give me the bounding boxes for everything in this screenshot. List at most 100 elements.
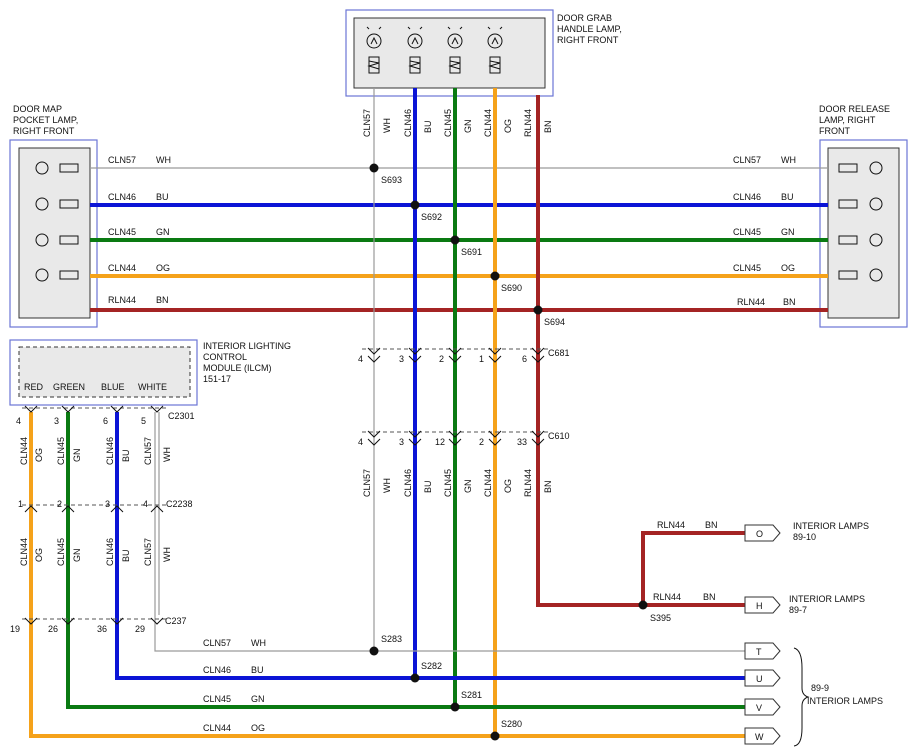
c610-pin: 33 [517,437,527,447]
ilcm-wire-circuit: CLN45 [56,437,66,465]
c2238-pin: 4 [143,499,148,509]
bottom-wire-circuit: CLN57 [203,638,231,648]
ilcm-pin-blue: BLUE [101,382,125,392]
top-wire-color: OG [503,119,513,133]
ilcm-wire-circuit: CLN57 [143,437,153,465]
ilcm-wire-circuit: CLN46 [105,538,115,566]
c2238-pin: 2 [57,499,62,509]
rln-wire-circuit: RLN44 [653,592,681,602]
left-wire-color: BN [156,295,169,305]
left-wire-color: OG [156,263,170,273]
splice-s690-label: S690 [501,283,522,293]
splice-s281-label: S281 [461,690,482,700]
map-lamp-bulbs-icon [35,161,49,282]
terminal-u-label: U [756,674,763,684]
ilcm-title-4: 151-17 [203,374,231,384]
terminal-w: W [744,727,781,745]
c2301-name: C2301 [168,411,195,421]
ilcm-wire-circuit: CLN44 [19,538,29,566]
c237-pin: 29 [135,624,145,634]
right-wire-circuit: CLN45 [733,263,761,273]
c610-name: C610 [548,431,570,441]
right-wire-circuit: CLN46 [733,192,761,202]
ilcm-wire-circuit: CLN57 [143,538,153,566]
ilcm-wire-color: BU [121,549,131,562]
ilcm-wire-color: GN [72,449,82,463]
c610-pin: 2 [479,437,484,447]
ilcm-wire-color: GN [72,549,82,563]
ilcm-title-1: INTERIOR LIGHTING [203,341,291,351]
release-lamp-title-2: LAMP, RIGHT [819,115,876,125]
top-wire-circuit: CLN45 [443,109,453,137]
c681-pin: 4 [358,354,363,364]
top-wire-circuit: CLN44 [483,109,493,137]
splice-s691-label: S691 [461,247,482,257]
c681-pin: 2 [439,354,444,364]
c2301-pin: 3 [54,416,59,426]
c2301-pin: 5 [141,416,146,426]
ilcm-pin-green: GREEN [53,382,85,392]
rln-wire-color: BN [705,520,718,530]
ilcm-wire-color: WH [162,547,172,562]
right-wire-color: OG [781,263,795,273]
top-wire-color: GN [463,120,473,134]
mid-wire-circuit: CLN44 [483,469,493,497]
terminal-v: V [744,698,781,716]
ref-group-line2: INTERIOR LAMPS [807,696,883,706]
right-wire-circuit: CLN57 [733,155,761,165]
mid-wire-color: GN [463,480,473,494]
terminal-v-label: V [756,703,762,713]
bottom-wire-color: GN [251,694,265,704]
c2238-name: C2238 [166,499,193,509]
splice-s692-label: S692 [421,212,442,222]
splice-s690-dot [490,271,500,281]
map-lamp-title-1: DOOR MAP [13,104,62,114]
map-lamp-title-2: POCKET LAMP, [13,115,78,125]
rln-wire-circuit: RLN44 [657,520,685,530]
wire-ilcm-cln46 [115,412,745,680]
left-wire-circuit: CLN46 [108,192,136,202]
left-wire-circuit: CLN57 [108,155,136,165]
wire-ilcm-cln44 [29,412,745,738]
mid-wire-color: BU [423,480,433,493]
splice-s280-label: S280 [501,719,522,729]
terminal-u: U [744,669,781,687]
ilcm-module [9,339,198,406]
release-lamp-bulbs-icon [869,161,883,282]
top-wire-circuit: RLN44 [523,109,533,137]
splice-s281-dot [450,702,460,712]
ilcm-wire-circuit: CLN45 [56,538,66,566]
top-wire-color: BN [543,120,553,133]
terminal-h-label: H [756,601,763,611]
c237-name: C237 [165,616,187,626]
mid-wire-circuit: CLN57 [362,469,372,497]
ref-h-line1: INTERIOR LAMPS [789,594,865,604]
mid-wire-circuit: CLN45 [443,469,453,497]
mid-wire-circuit: CLN46 [403,469,413,497]
c610-pin: 12 [435,437,445,447]
bottom-wire-color: BU [251,665,264,675]
c2238-pin: 1 [18,499,23,509]
map-lamp-resistors-icon [59,163,79,280]
bottom-wire-color: WH [251,638,266,648]
ref-o-line1: INTERIOR LAMPS [793,521,869,531]
splice-s283-label: S283 [381,634,402,644]
c237-pin: 26 [48,624,58,634]
ilcm-wire-circuit: CLN44 [19,437,29,465]
terminal-t-label: T [756,647,762,657]
ref-h-line2: 89-7 [789,605,807,615]
left-wire-circuit: RLN44 [108,295,136,305]
splice-s694-dot [533,305,543,315]
release-lamp-resistors-icon [838,163,858,280]
splice-s280-dot [490,731,500,741]
ref-group-line1: 89-9 [811,683,829,693]
ilcm-wire-color: WH [162,447,172,462]
wire-rln44-vertical [536,95,643,607]
c610-pin: 4 [358,437,363,447]
splice-s692-dot [410,200,420,210]
top-wire-circuit: CLN46 [403,109,413,137]
c237-pin: 19 [10,624,20,634]
map-lamp-title-3: RIGHT FRONT [13,126,75,136]
ilcm-pin-white: WHITE [138,382,167,392]
wire-ilcm-cln45 [66,412,745,709]
